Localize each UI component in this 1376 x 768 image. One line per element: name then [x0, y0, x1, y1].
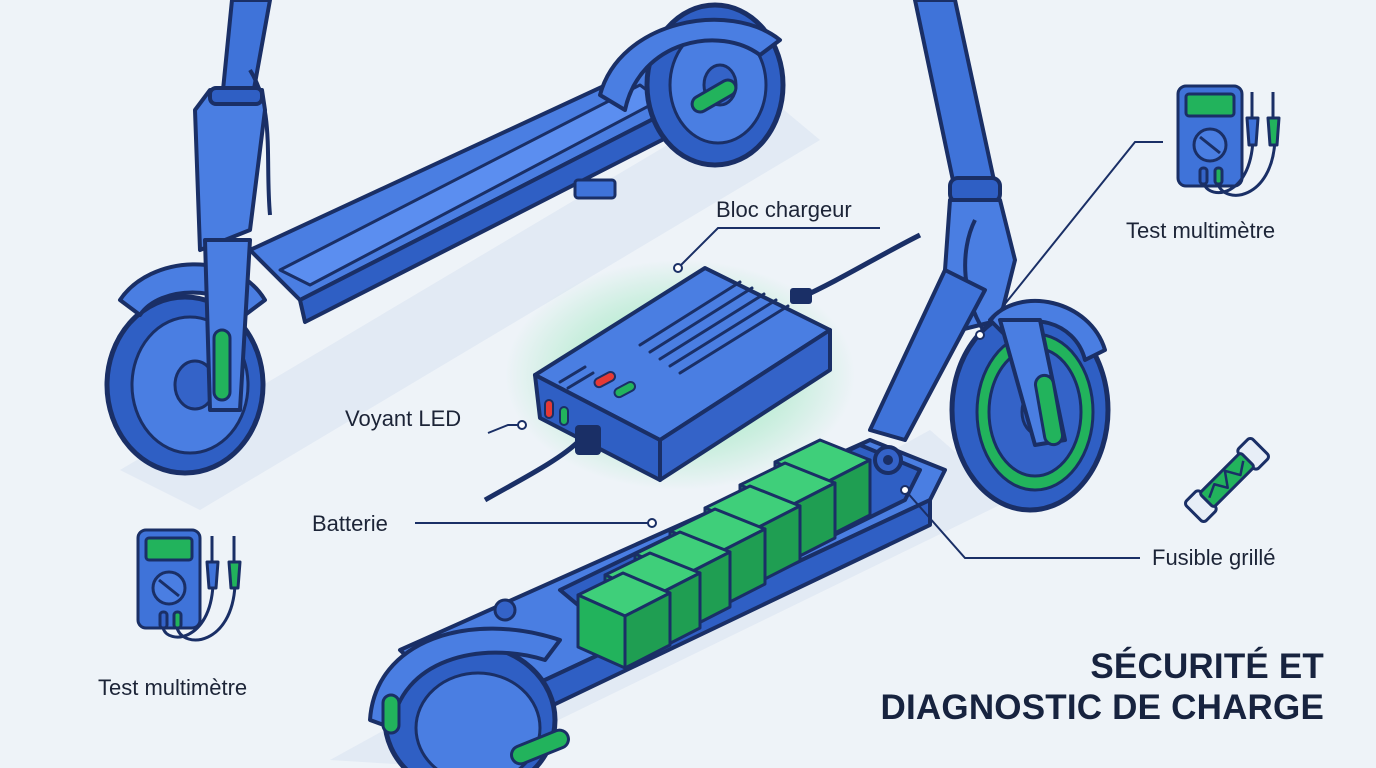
scooter-left — [104, 0, 820, 510]
fuse-icon — [1184, 437, 1270, 523]
label-battery: Batterie — [312, 511, 388, 536]
multimeter-icon — [136, 528, 242, 642]
title-line-1: SÉCURITÉ ET — [1090, 647, 1324, 686]
title-line-2: DIAGNOSTIC DE CHARGE — [880, 688, 1324, 728]
label-multimeter-right: Test multimètre — [1126, 218, 1276, 243]
label-fuse: Fusible grillé — [1152, 545, 1276, 570]
label-charger: Bloc chargeur — [716, 197, 852, 222]
label-led: Voyant LED — [345, 406, 462, 431]
led-red — [593, 371, 617, 389]
battery-pack — [576, 438, 872, 670]
label-multimeter-left: Test multimètre — [98, 675, 248, 700]
led-green — [613, 381, 637, 399]
page-title: SÉCURITÉ ET DIAGNOSTIC DE CHARGE — [881, 646, 1324, 729]
multimeter-icon — [1176, 84, 1281, 197]
charger — [483, 232, 922, 503]
callout-lines — [415, 141, 1163, 559]
